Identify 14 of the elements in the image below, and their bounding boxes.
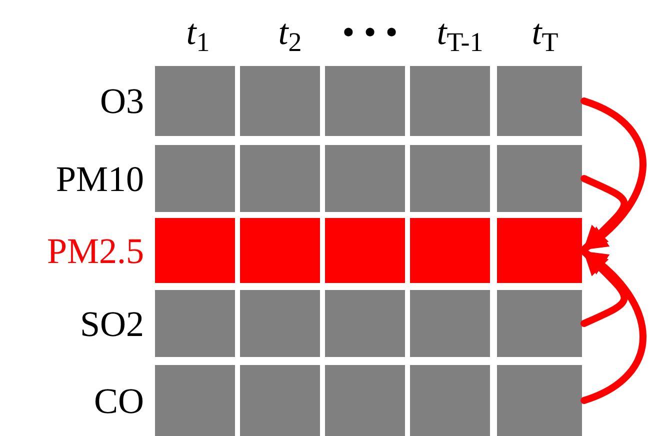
row-label: PM10 [56, 158, 144, 198]
arrow [580, 98, 646, 252]
time-step-label: t$_{2}$ [278, 11, 302, 54]
ellipsis: • • • [342, 11, 398, 54]
row-label: PM2.5 [46, 230, 144, 270]
row-label: CO [94, 380, 144, 420]
time-step-label: t$_{T-1}$ [436, 11, 484, 54]
arrow [580, 249, 646, 404]
row-label: SO2 [80, 304, 144, 344]
arrow [580, 249, 628, 327]
row-label: O3 [100, 81, 144, 121]
time-step-label: t$_{1}$ [186, 11, 210, 54]
time-step-label: t$_{T}$ [532, 11, 558, 54]
arrow [580, 175, 628, 252]
